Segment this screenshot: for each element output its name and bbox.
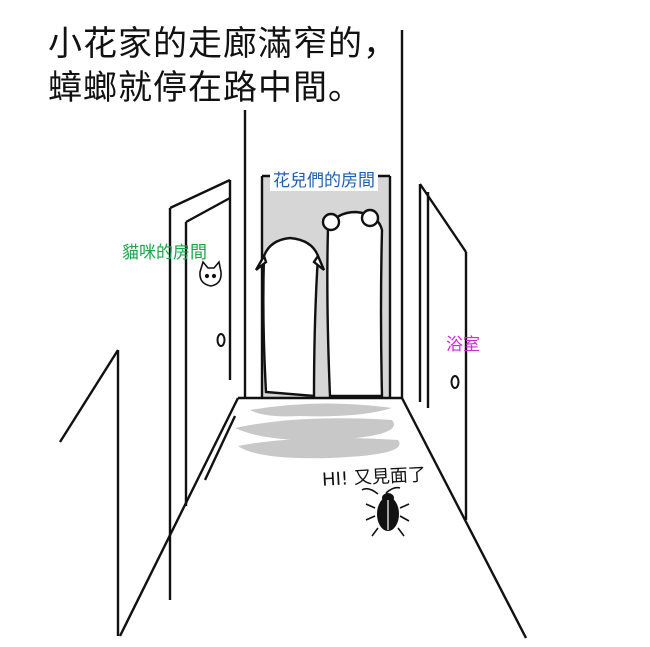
cat-room-label: 貓咪的房間	[122, 243, 207, 263]
comic-caption: 小花家的走廊滿窄的， 蟑螂就停在路中間。	[48, 22, 398, 110]
cat-room-door[interactable]	[168, 178, 237, 600]
cockroach-speech: HI! 又見面了	[321, 464, 427, 491]
caption-line-1: 小花家的走廊滿窄的，	[48, 24, 398, 64]
floor-shadow	[235, 403, 400, 459]
bathroom-door-knob[interactable]	[450, 375, 460, 389]
flower-character-left	[254, 236, 326, 398]
bathroom-label: 浴室	[446, 335, 480, 355]
cockroach[interactable]	[361, 486, 410, 537]
cat-face-icon	[199, 260, 222, 287]
flower-character-right	[321, 208, 384, 398]
bathroom-door[interactable]	[418, 183, 468, 520]
corridor-lines	[58, 349, 528, 639]
kids-room-label: 花兒們的房間	[270, 166, 378, 191]
caption-line-2: 蟑螂就停在路中間。	[48, 68, 363, 108]
cat-door-knob[interactable]	[216, 333, 226, 347]
